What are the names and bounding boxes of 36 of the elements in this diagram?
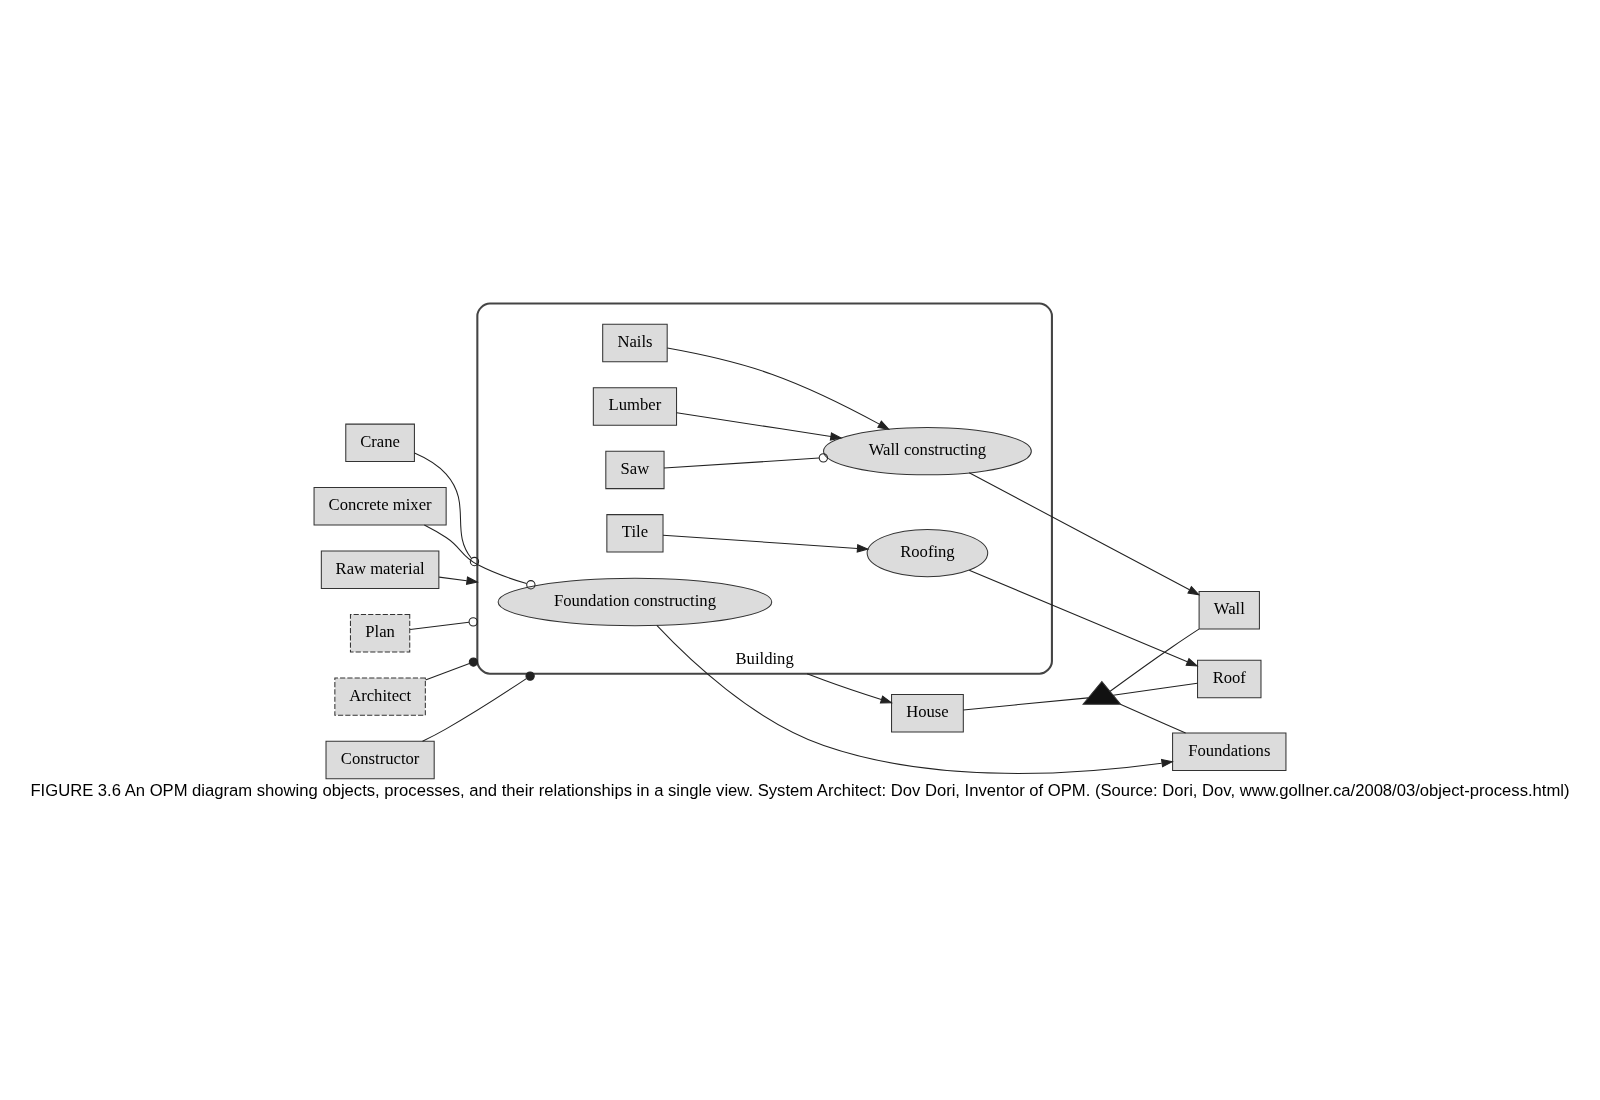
connector <box>1112 682 1198 696</box>
connector <box>409 616 478 630</box>
connector <box>1119 703 1187 733</box>
arrow <box>656 624 1174 774</box>
arrow <box>662 534 870 553</box>
arrow <box>676 411 843 441</box>
connector <box>962 696 1089 710</box>
node-ellipse: Wall constructing <box>823 426 1032 475</box>
node-triangle <box>1082 680 1122 705</box>
node-box: Architect <box>334 676 426 716</box>
node-box: Crane <box>345 423 415 462</box>
arrow <box>968 471 1201 595</box>
arrow <box>806 672 893 704</box>
arrow <box>438 575 479 585</box>
node-box: Concrete mixer <box>313 486 447 526</box>
node-box: Wall <box>1198 590 1260 630</box>
connector <box>424 656 479 681</box>
node-box: House <box>891 693 964 732</box>
connector <box>663 452 829 469</box>
node-box: Tile <box>606 513 664 553</box>
node-box: Plan <box>349 613 411 652</box>
node-box: Nails <box>602 323 668 362</box>
node-ellipse: Roofing <box>866 528 989 577</box>
node-box: Lumber <box>592 386 678 426</box>
connector <box>423 524 536 589</box>
node-box: Saw <box>605 450 665 489</box>
node-box: Constructor <box>325 740 435 779</box>
node-box: Roof <box>1197 659 1262 698</box>
node-box: Foundations <box>1172 732 1287 771</box>
arrow <box>968 569 1199 667</box>
node-box: Raw material <box>320 550 440 589</box>
connector <box>1109 628 1200 692</box>
connector <box>414 451 480 566</box>
arrow <box>666 347 891 430</box>
caption: FIGURE 3.6 An OPM diagram showing objects, processes, and their relationships in a single view. System Architect: Dov Dori, Inventor of OPM. (Source: Dori, Dov, www.gollner.ca/2008/03/object-process.html) <box>30 780 1570 800</box>
connector <box>422 670 535 742</box>
